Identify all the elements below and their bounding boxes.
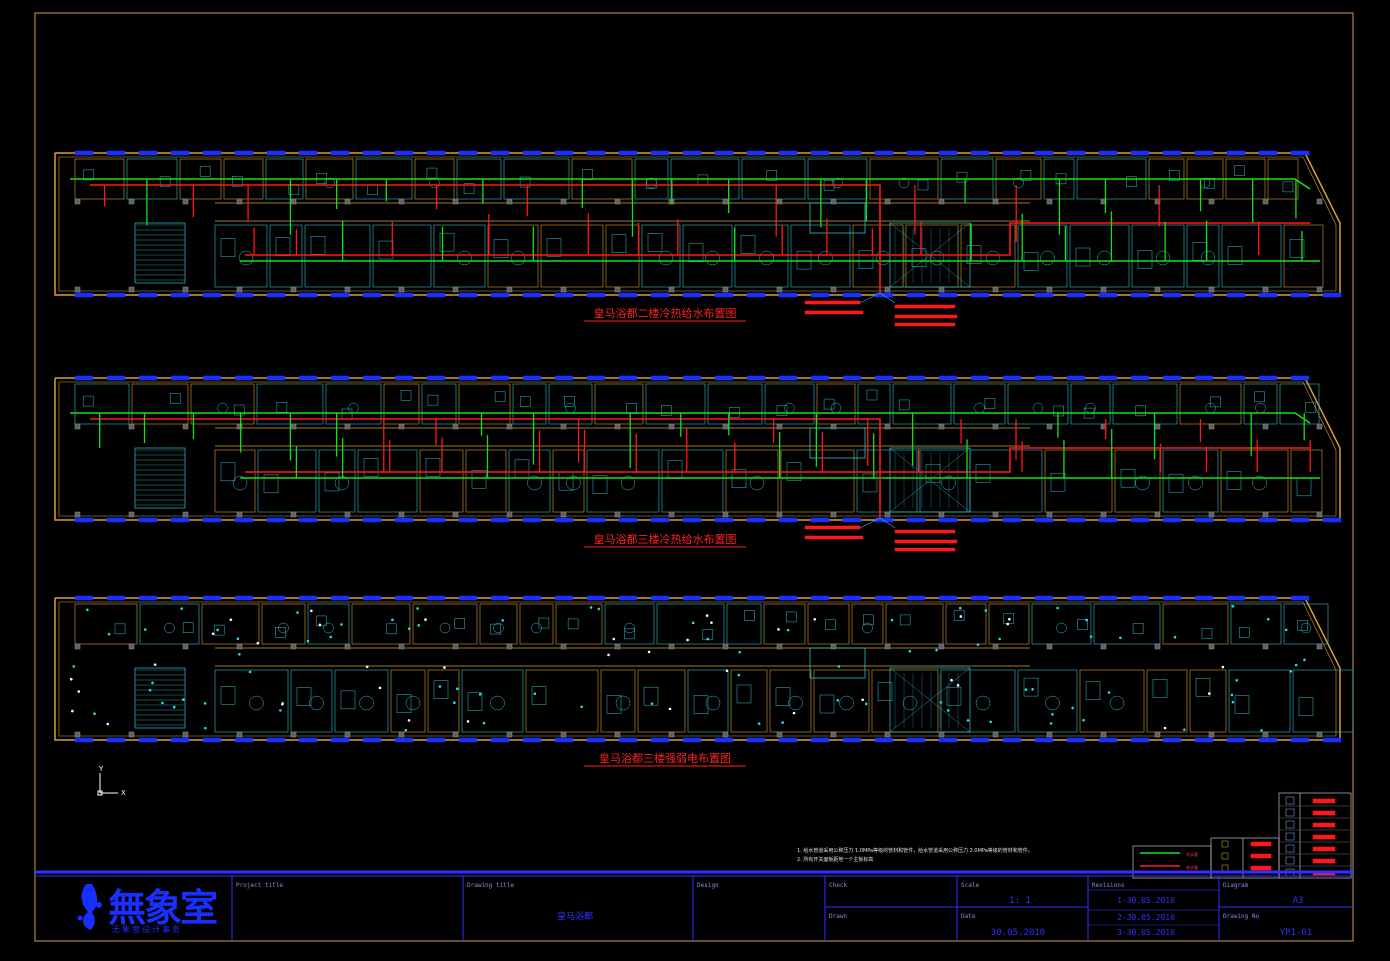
drawing-frame [34, 12, 1354, 942]
note-2: 2. 所有开关面板距地一个主板标高 [797, 856, 873, 863]
diagram-label: Diagram [1223, 882, 1249, 889]
scale-value: 1: 1 [1009, 896, 1031, 906]
note-1: 1. 给水管道采用公称压力 1.0MPa等级的管材和管件，给水管道采用公称压力 … [797, 847, 1033, 854]
floor-plan-2 [54, 375, 1342, 552]
date-label: Date [961, 913, 976, 920]
axis-x-label: X [121, 789, 126, 797]
floor-plan-3 [54, 595, 1354, 743]
drawing-title-label: Drawing title [467, 882, 514, 889]
revision-1: 1-30.05.2010 [1117, 896, 1175, 905]
legend-hot-label: 热水管 [1186, 864, 1198, 870]
date-value: 30.05.2010 [991, 928, 1045, 938]
title-block: 無象室 无象室设计事务 Project title Drawing title … [35, 870, 1353, 941]
drawing-title-value: 皇马浴都 [557, 910, 593, 922]
diagram-value: A3 [1293, 896, 1304, 906]
legend-cold-label: 冷水管 [1186, 851, 1198, 857]
ucs-axis-icon: Y X [97, 765, 126, 797]
revision-3: 3-30.05.2010 [1117, 928, 1175, 937]
revision-2: 2-30.05.2010 [1117, 913, 1175, 922]
drawn-label: Drawn [829, 913, 847, 920]
plan-title-2f-water: 皇马浴都二楼冷热给水布置图 [594, 306, 737, 320]
floor-plan-1 [54, 150, 1342, 327]
scale-label: Scale [961, 882, 979, 889]
project-title-label: Project title [236, 882, 283, 889]
design-label: Design [697, 882, 719, 889]
revisions-label: Revisions [1092, 882, 1125, 889]
company-name: 无象室设计事务 [112, 924, 182, 934]
svg-text:無象室: 無象室 [108, 886, 217, 930]
check-label: Check [829, 882, 847, 889]
company-logo: 無象室 无象室设计事务 [77, 884, 219, 934]
plan-title-3f-electric: 皇马浴都三楼强弱电布置图 [599, 751, 731, 765]
plan-title-3f-water: 皇马浴都三楼冷热给水布置图 [594, 532, 737, 546]
axis-y-label: Y [98, 765, 104, 773]
drawing-no-label: Drawing No [1223, 913, 1260, 920]
drawing-no-value: YP1-01 [1280, 928, 1313, 938]
floor-plans [54, 150, 1354, 743]
